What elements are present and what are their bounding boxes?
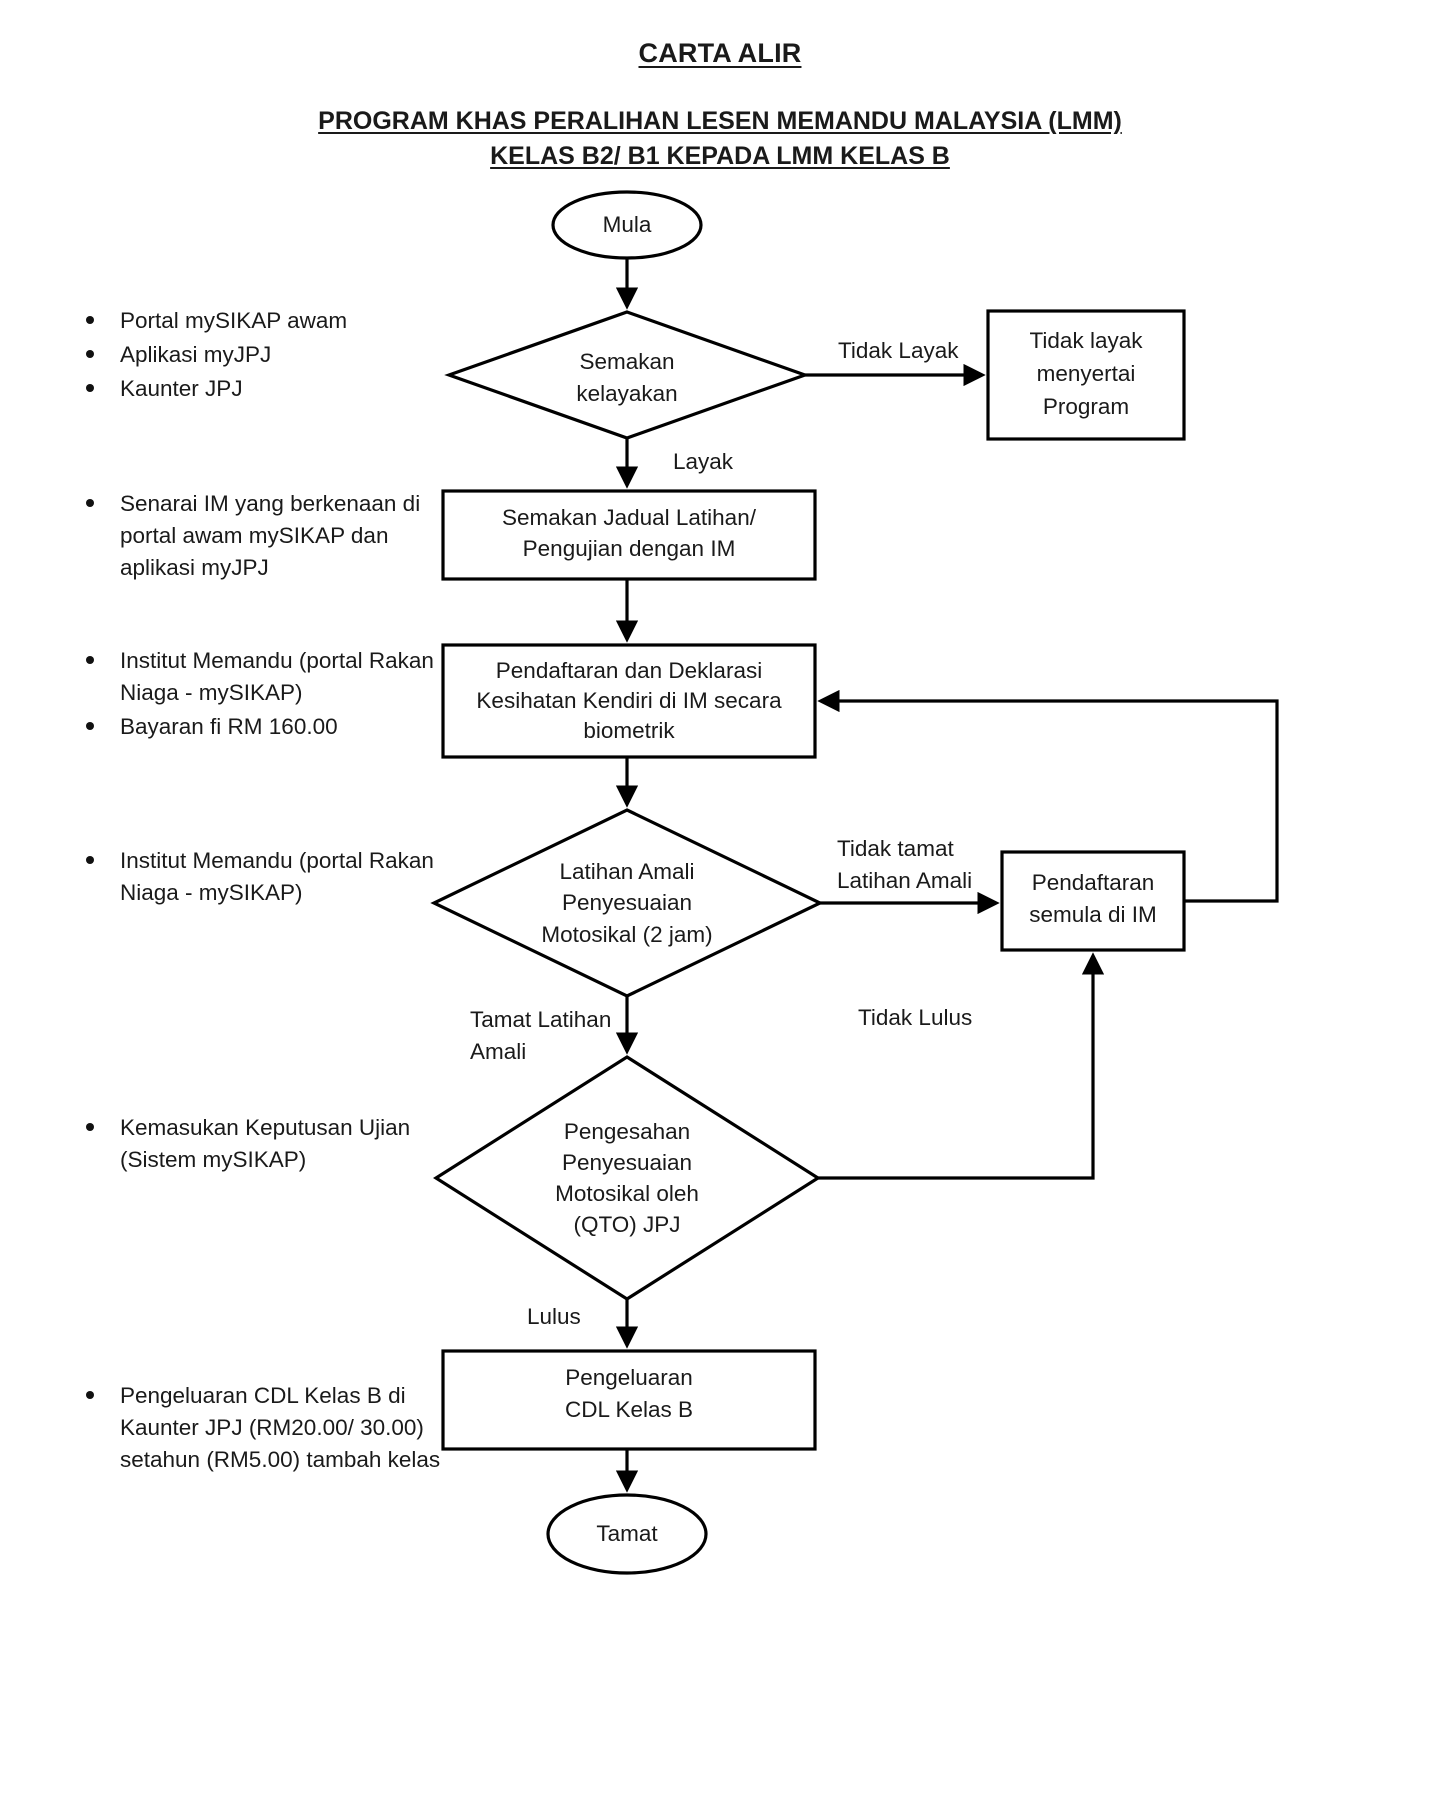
note-text: Aplikasi myJPJ xyxy=(120,341,272,367)
page-subtitle: PROGRAM KHAS PERALIHAN LESEN MEMANDU MAL… xyxy=(0,104,1440,173)
note-group-training-institute: Institut Memandu (portal Rakan Niaga - m… xyxy=(78,845,438,911)
note-group-result-entry: Kemasukan Keputusan Ujian (Sistem mySIKA… xyxy=(78,1112,438,1178)
node-pengesahan-qto-line1: Pengesahan xyxy=(564,1119,690,1144)
edge-pengesahan-to-pendaftaran-semula xyxy=(818,952,1105,1180)
node-pengesahan-qto xyxy=(433,1055,821,1301)
node-pendaftaran-deklarasi xyxy=(441,643,817,759)
title-text: CARTA ALIR xyxy=(638,38,802,68)
node-pendaftaran-deklarasi-line2: Kesihatan Kendiri di IM secara xyxy=(476,688,782,713)
edge-label-tidak-lulus: Tidak Lulus xyxy=(858,1005,972,1030)
list-item: Kemasukan Keputusan Ujian (Sistem mySIKA… xyxy=(78,1112,438,1176)
edge-label-tamat-latihan-1: Tamat Latihan xyxy=(470,1007,611,1032)
bullet-icon xyxy=(86,856,94,864)
note-text: Kemasukan Keputusan Ujian (Sistem mySIKA… xyxy=(120,1115,411,1172)
node-semakan-kelayakan xyxy=(444,310,810,440)
node-pengesahan-qto-line4: (QTO) JPJ xyxy=(573,1212,680,1237)
edge-label-lulus: Lulus xyxy=(527,1304,581,1329)
note-text: Pengeluaran CDL Kelas B di Kaunter JPJ (… xyxy=(120,1383,441,1472)
node-semakan-jadual xyxy=(441,489,817,581)
note-text: Bayaran fi RM 160.00 xyxy=(120,713,338,739)
node-pendaftaran-semula-line1: Pendaftaran xyxy=(1032,870,1155,895)
node-tamat-label: Tamat xyxy=(596,1521,658,1546)
bullet-icon xyxy=(86,1391,94,1399)
node-latihan-amali-line3: Motosikal (2 jam) xyxy=(541,922,712,947)
note-group-channels: Portal mySIKAP awam Aplikasi myJPJ Kaunt… xyxy=(78,305,438,407)
subtitle-line-2: KELAS B2/ B1 KEPADA LMM KELAS B xyxy=(490,141,950,170)
note-group-registration-fee: Institut Memandu (portal Rakan Niaga - m… xyxy=(78,645,438,745)
node-semakan-kelayakan-line2: kelayakan xyxy=(576,381,677,406)
edge-label-tidak-tamat-1: Tidak tamat xyxy=(837,836,954,861)
node-pendaftaran-semula xyxy=(1000,850,1186,952)
subtitle-line-1: PROGRAM KHAS PERALIHAN LESEN MEMANDU MAL… xyxy=(318,107,1122,135)
node-tidak-layak-line2: menyertai xyxy=(1037,361,1136,386)
list-item: Aplikasi myJPJ xyxy=(78,339,438,371)
node-pengesahan-qto-line3: Motosikal oleh xyxy=(555,1181,699,1206)
node-pengesahan-qto-line2: Penyesuaian xyxy=(562,1150,692,1175)
list-item: Senarai IM yang berkenaan di portal awam… xyxy=(78,488,438,584)
node-semakan-jadual-line1: Semakan Jadual Latihan/ xyxy=(502,505,757,530)
note-text: Portal mySIKAP awam xyxy=(120,308,348,333)
bullet-icon xyxy=(86,316,94,324)
edge-label-tidak-tamat-2: Latihan Amali xyxy=(837,868,972,893)
bullet-icon xyxy=(86,383,94,392)
node-tidak-layak-menyertai xyxy=(986,309,1186,441)
edge-label-tamat-latihan-2: Amali xyxy=(470,1039,526,1064)
bullet-icon xyxy=(86,656,94,664)
bullet-icon xyxy=(86,1123,94,1131)
node-latihan-amali-line2: Penyesuaian xyxy=(562,890,692,915)
note-text: Kaunter JPJ xyxy=(120,375,243,401)
node-pengeluaran-cdl xyxy=(441,1349,817,1451)
edge-label-tidak-layak: Tidak Layak xyxy=(838,338,959,363)
note-text: Institut Memandu (portal Rakan Niaga - m… xyxy=(120,848,434,905)
list-item: Institut Memandu (portal Rakan Niaga - m… xyxy=(78,845,438,909)
node-mula-label: Mula xyxy=(603,212,652,237)
list-item: Pengeluaran CDL Kelas B di Kaunter JPJ (… xyxy=(78,1380,453,1476)
list-item: Portal mySIKAP awam xyxy=(78,305,438,337)
node-latihan-amali-line1: Latihan Amali xyxy=(559,859,694,884)
bullet-icon xyxy=(86,499,94,507)
list-item: Bayaran fi RM 160.00 xyxy=(78,711,438,743)
bullet-icon xyxy=(86,349,94,358)
node-pendaftaran-deklarasi-line1: Pendaftaran dan Deklarasi xyxy=(496,658,762,683)
note-text: Senarai IM yang berkenaan di portal awam… xyxy=(120,491,421,580)
note-group-im-list: Senarai IM yang berkenaan di portal awam… xyxy=(78,488,438,586)
node-tidak-layak-line1: Tidak layak xyxy=(1030,328,1144,353)
edge-pendaftaran-semula-feedback xyxy=(817,689,1279,903)
edge-label-layak: Layak xyxy=(673,449,734,474)
node-semakan-jadual-line2: Pengujian dengan IM xyxy=(523,536,736,561)
node-semakan-kelayakan-line1: Semakan xyxy=(579,349,674,374)
note-group-cdl-issuance: Pengeluaran CDL Kelas B di Kaunter JPJ (… xyxy=(78,1380,453,1478)
node-pendaftaran-deklarasi-line3: biometrik xyxy=(583,718,675,743)
node-tamat xyxy=(546,1493,708,1575)
page-title: CARTA ALIR xyxy=(0,38,1440,69)
node-pendaftaran-semula-line2: semula di IM xyxy=(1029,902,1157,927)
node-pengeluaran-cdl-line2: CDL Kelas B xyxy=(565,1397,693,1422)
list-item: Kaunter JPJ xyxy=(78,373,438,405)
list-item: Institut Memandu (portal Rakan Niaga - m… xyxy=(78,645,438,709)
note-text: Institut Memandu (portal Rakan Niaga - m… xyxy=(120,648,434,705)
node-pengeluaran-cdl-line1: Pengeluaran xyxy=(565,1365,693,1390)
bullet-icon xyxy=(86,721,94,730)
node-tidak-layak-line3: Program xyxy=(1043,394,1129,419)
